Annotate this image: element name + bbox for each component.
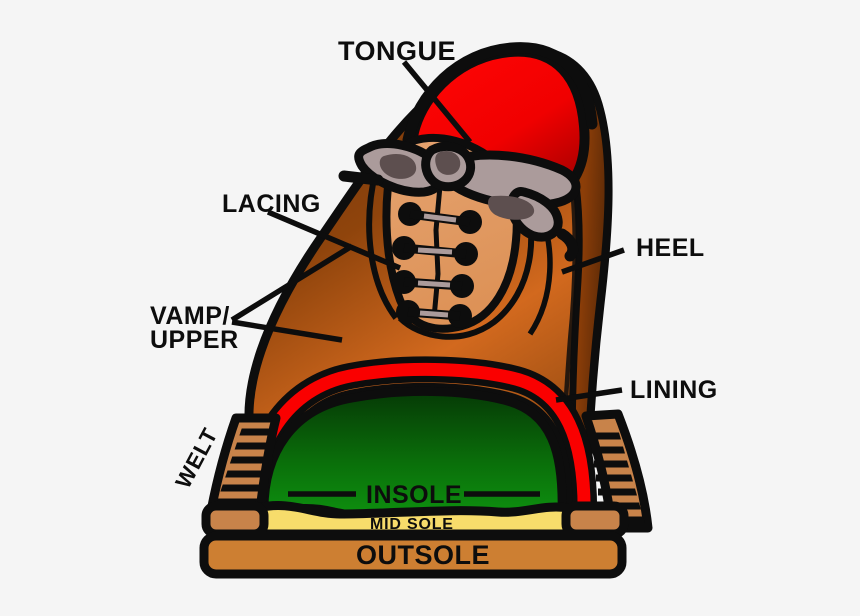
lace-shadow-right [488, 195, 535, 220]
lace-strand-highlight [417, 280, 451, 288]
vamp-leader-upper [230, 243, 354, 323]
heel-panel [552, 58, 612, 456]
label-lining: LINING [630, 376, 718, 404]
lace-strand-highlight [419, 310, 449, 318]
label-midsole: MID SOLE [370, 516, 454, 533]
eyelet-row-4 [396, 300, 472, 328]
welt-foot-left [201, 501, 269, 539]
lace-tip-right [556, 228, 579, 262]
heel-leader [561, 247, 625, 275]
lace-shadow-center [435, 150, 461, 175]
label-insole: INSOLE [366, 481, 462, 509]
eyelet-row-1 [398, 202, 482, 234]
outsole-shape [199, 531, 627, 579]
welt-foot-right [561, 501, 629, 539]
label-outsole: OUTSOLE [356, 540, 490, 570]
label-tongue: TONGUE [338, 36, 456, 66]
leader-lines [230, 60, 625, 497]
lace-strand-highlight [417, 247, 453, 255]
collar-rim [402, 42, 598, 146]
lining-leader [555, 387, 623, 403]
lacing-leader [266, 209, 402, 271]
label-heel: HEEL [636, 234, 705, 262]
label-vamp-line2: UPPER [150, 326, 239, 354]
lace-shadow-left [379, 153, 417, 179]
label-vamp-line1: VAMP/ [150, 302, 230, 330]
lace-tip-left [338, 170, 384, 186]
vamp-leader-lower [231, 319, 343, 343]
eyelet-row-3 [392, 270, 474, 298]
vamp-seam-arc [366, 169, 399, 320]
lace-strand-highlight [423, 213, 457, 223]
outsole-group [199, 531, 627, 579]
eyelet-row-2 [392, 236, 478, 266]
welt-group [203, 409, 653, 533]
lacing-group [338, 139, 581, 328]
label-lacing: LACING [222, 190, 321, 218]
tongue-leader [401, 60, 473, 144]
midsole-shape [253, 501, 573, 539]
